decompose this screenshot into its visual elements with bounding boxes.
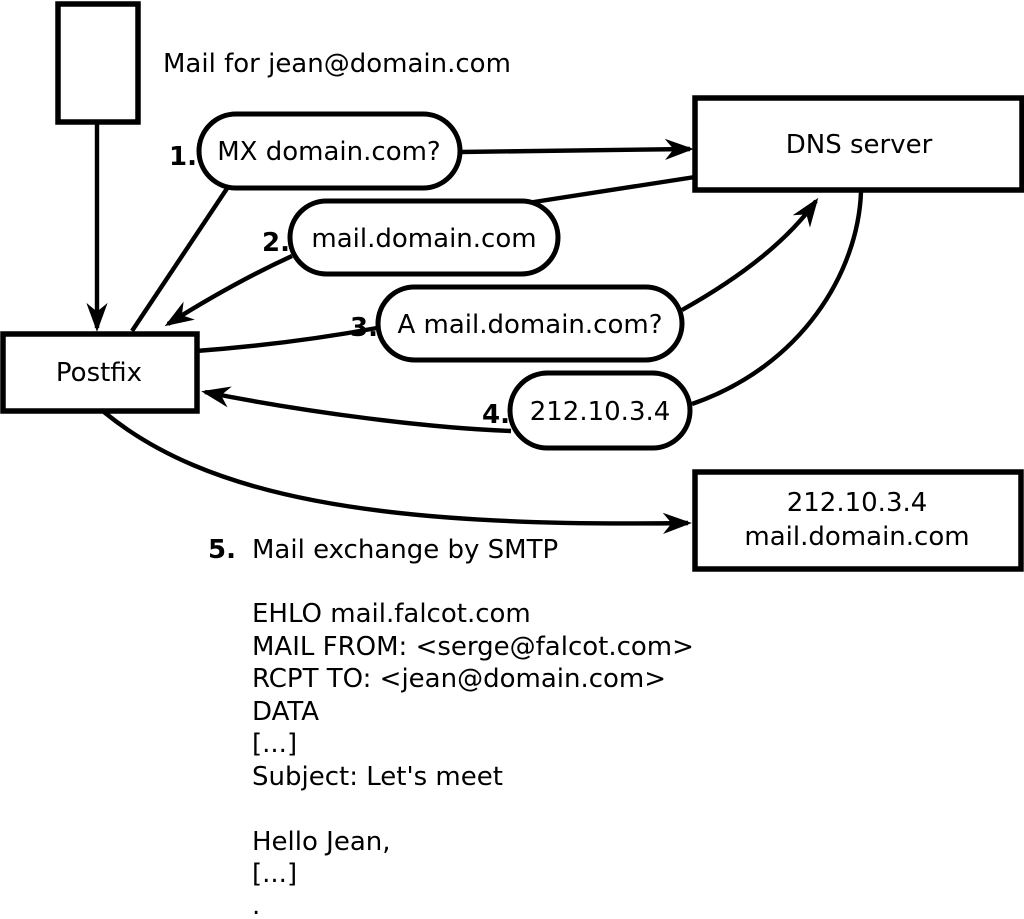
postfix-node [0,331,200,414]
step-4-number: 4. [482,400,510,430]
smtp-line-10: . [252,891,260,919]
mail-message-icon [55,1,141,125]
step-4-pill [507,370,693,451]
smtp-line-4: DATA [252,697,319,727]
step-5-label: Mail exchange by SMTP [252,535,558,565]
diagram-title: Mail for jean@domain.com [163,49,511,79]
smtp-line-8: Hello Jean, [252,827,391,857]
smtp-session-transcript: EHLO mail.falcot.com MAIL FROM: <serge@f… [252,599,694,919]
step-2-pill [287,198,561,277]
mail-server-node [692,469,1024,572]
step-2-label: mail.domain.com [311,224,536,254]
smtp-line-1: EHLO mail.falcot.com [252,599,531,629]
line-dns-to-answer2 [520,174,696,207]
mail-server-hostname: mail.domain.com [744,522,969,552]
smtp-line-3: RCPT TO: <jean@domain.com> [252,664,666,694]
mail-server-ip: 212.10.3.4 [787,488,928,518]
step-4-label: 212.10.3.4 [530,397,671,427]
smtp-line-2: MAIL FROM: <serge@falcot.com> [252,632,694,662]
line-dns-to-answer4 [691,191,864,407]
postfix-label: Postfix [56,358,142,388]
step-5-number: 5. [208,535,236,565]
step-3-pill [375,284,685,363]
smtp-line-6: Subject: Let's meet [252,762,503,792]
smtp-line-9: [...] [252,859,297,889]
arrow-query3-to-dns [680,197,819,312]
dns-server-node [692,95,1024,193]
line-postfix-to-query3 [195,325,378,354]
step-2-number: 2. [262,228,290,258]
line-postfix-to-query1 [130,185,230,333]
step-1-label: MX domain.com? [217,137,440,167]
arrow-answer4-to-postfix [201,386,512,434]
arrow-postfix-to-mailserver [102,410,692,535]
step-1-pill [196,111,463,191]
step-3-label: A mail.domain.com? [398,310,663,340]
step-3-number: 3. [350,313,378,343]
step-1-number: 1. [169,142,197,172]
dns-server-label: DNS server [786,130,933,160]
smtp-line-5: [...] [252,729,297,759]
arrow-query1-to-dns [459,138,694,160]
arrow-answer2-to-postfix [164,253,293,327]
